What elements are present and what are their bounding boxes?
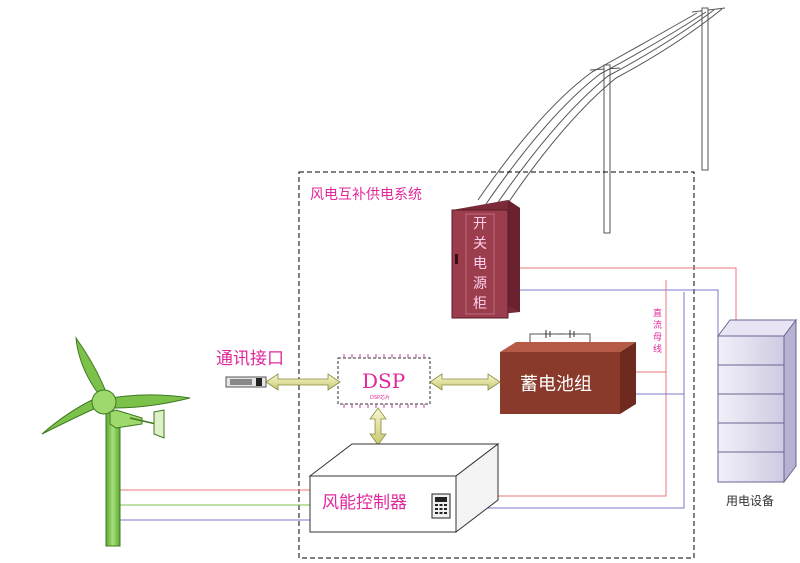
comm-interface-device	[225, 376, 267, 388]
svg-text:流: 流	[653, 319, 662, 331]
load-label: 用电设备	[726, 494, 774, 508]
system-boundary	[298, 171, 695, 559]
dsp-label: DSP	[362, 369, 405, 393]
wind-turbine	[41, 336, 191, 547]
svg-text:直: 直	[653, 307, 662, 319]
utility-power-lines	[477, 7, 726, 234]
system-label: 风电互补供电系统	[310, 187, 422, 203]
switch-cabinet-label: 开 关 电 源 柜	[473, 216, 487, 312]
calculator-icon	[431, 493, 451, 519]
svg-text:源: 源	[473, 276, 487, 292]
comm-interface-label: 通讯接口	[216, 349, 284, 369]
controller-label: 风能控制器	[322, 493, 407, 513]
double-arrow-dsp-controller	[369, 407, 387, 446]
svg-text:开: 开	[473, 216, 487, 232]
battery-pack	[500, 330, 636, 414]
wind-controller	[308, 442, 500, 534]
battery-symbol-icon	[545, 330, 575, 338]
svg-text:母: 母	[653, 332, 662, 343]
svg-text:关: 关	[473, 236, 487, 252]
load-equipment-rack	[717, 318, 797, 484]
dc-bus-label: 直 流 母 线	[653, 307, 662, 355]
double-arrow-comm-dsp	[265, 373, 341, 391]
turbine-blades	[41, 336, 191, 435]
dsp-chip	[337, 354, 431, 408]
switch-power-cabinet	[451, 200, 520, 319]
svg-text:柜: 柜	[473, 296, 487, 312]
battery-label: 蓄电池组	[520, 374, 592, 395]
svg-text:电: 电	[473, 256, 487, 272]
double-arrow-dsp-battery	[429, 373, 501, 391]
svg-text:线: 线	[653, 343, 662, 355]
dsp-sublabel: DSP芯片	[370, 394, 390, 401]
